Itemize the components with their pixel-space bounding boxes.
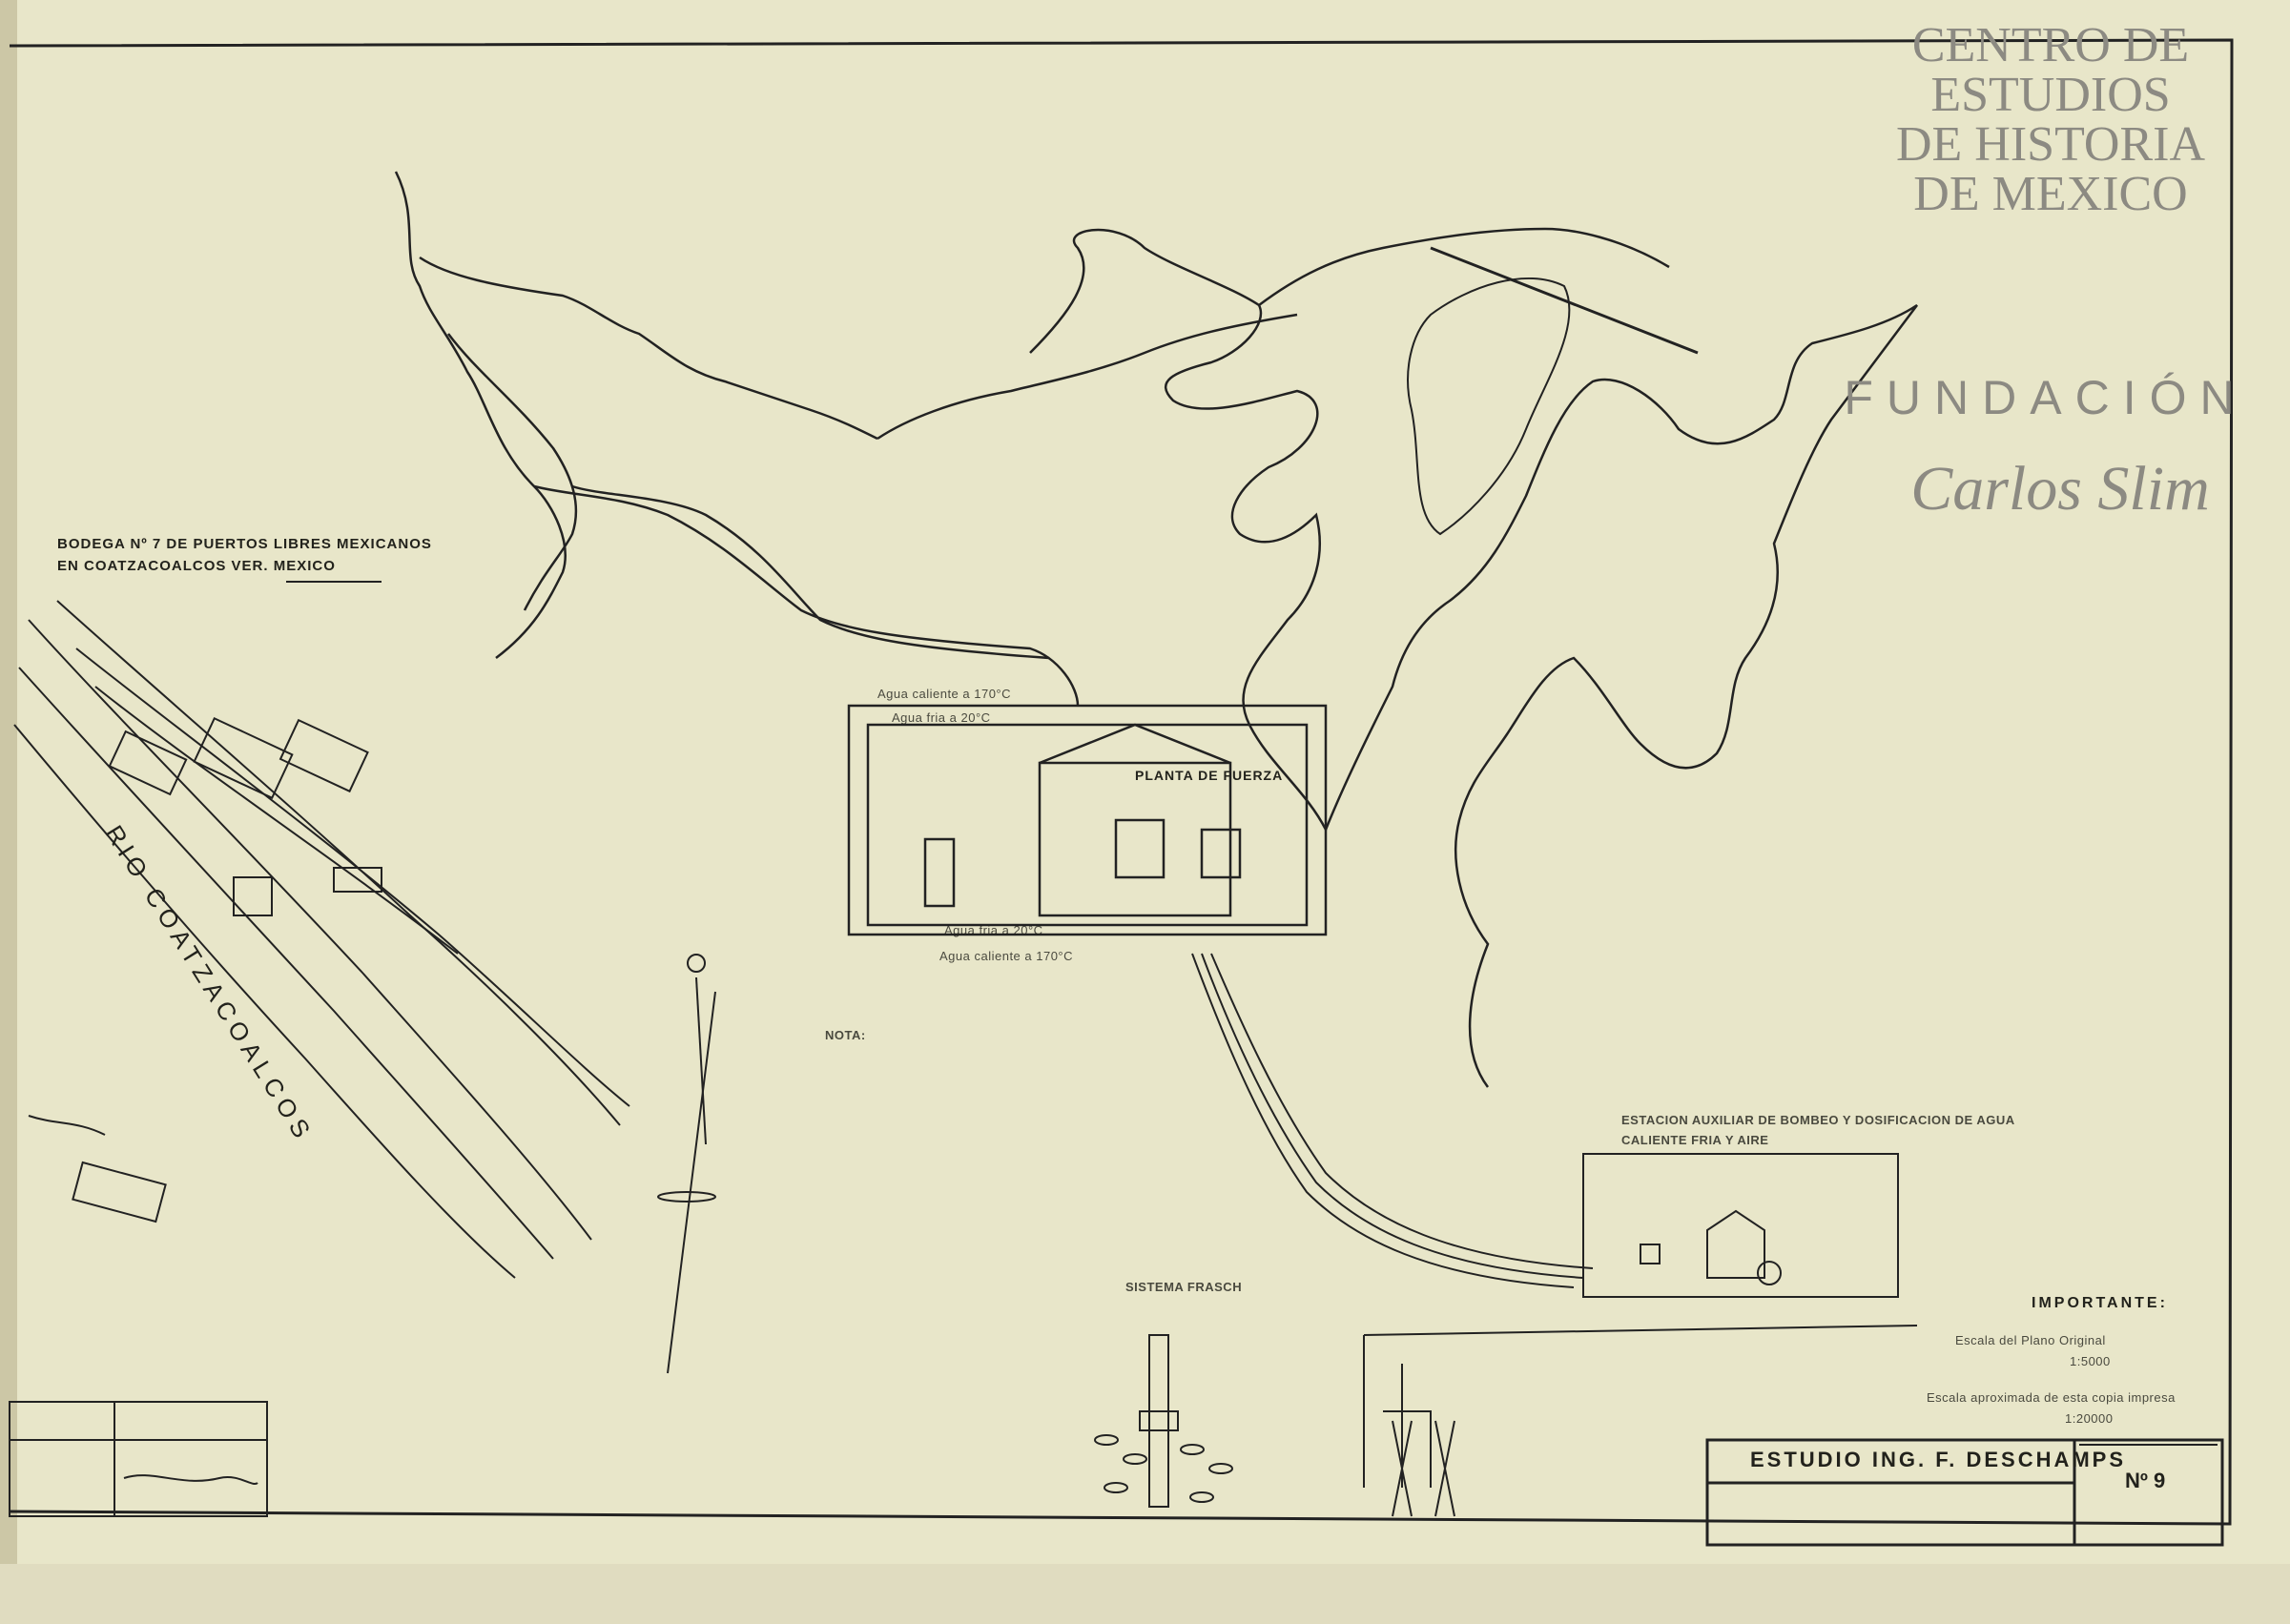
copy-scale-label: Escala aproximada de esta copia impresa — [1927, 1390, 2176, 1405]
canal-drawing — [394, 171, 1298, 707]
plant-hot-out: Agua caliente a 170°C — [939, 949, 1074, 963]
aux-station-drawing — [1363, 1153, 1918, 1517]
archive-watermark: CENTRO DE ESTUDIOS DE HISTORIA DE MEXICO — [1812, 21, 2289, 219]
studio-title: ESTUDIO ING. F. DESCHAMPS — [1750, 1448, 2127, 1471]
aux-title-1: ESTACION AUXILIAR DE BOMBEO Y DOSIFICACI… — [1621, 1113, 2015, 1127]
importante-title: IMPORTANTE: — [2032, 1295, 2168, 1311]
watermark-line-4: DE MEXICO — [1913, 167, 2188, 221]
watermark-line-3: DE HISTORIA — [1895, 117, 2206, 172]
warehouse-title-2: EN COATZACOALCOS VER. MEXICO — [57, 558, 336, 574]
plant-cold-out: Agua fria a 20°C — [944, 923, 1043, 937]
watermark-line-2: ESTUDIOS — [1930, 68, 2171, 122]
left-title-block — [9, 1401, 268, 1517]
frame-border — [9, 38, 2234, 1526]
frasch-title: SISTEMA FRASCH — [1125, 1280, 1243, 1294]
power-plant-drawing — [847, 704, 1328, 936]
plant-hot-in: Agua caliente a 170°C — [877, 687, 1012, 701]
watermark-foundation: FUNDACIÓN — [1844, 371, 2248, 424]
original-scale-label: Escala del Plano Original — [1955, 1333, 2106, 1347]
plant-cold-in: Agua fria a 20°C — [892, 710, 991, 725]
reservoir-drawing — [1029, 227, 1918, 1088]
original-scale: 1:5000 — [2070, 1354, 2111, 1368]
watermark-signature: Carlos Slim — [1910, 454, 2210, 524]
aux-title-2: CALIENTE FRIA Y AIRE — [1621, 1133, 1769, 1147]
copy-scale: 1:20000 — [2065, 1411, 2114, 1426]
north-arrow — [657, 954, 716, 1374]
note-title: NOTA: — [825, 1028, 866, 1042]
warehouse-drawing — [13, 600, 630, 1279]
hatched-basin — [1407, 246, 1699, 536]
plant-title: PLANTA DE FUERZA — [1135, 768, 1284, 783]
warehouse-title-1: BODEGA Nº 7 DE PUERTOS LIBRES MEXICANOS — [57, 536, 432, 552]
studio-title-block — [1705, 1438, 2224, 1547]
watermark-line-1: CENTRO DE — [1911, 18, 2190, 72]
drawing-number: Nº 9 — [2125, 1469, 2166, 1492]
pipeline-drawing — [1191, 953, 1594, 1288]
frasch-well — [1094, 1334, 1233, 1508]
